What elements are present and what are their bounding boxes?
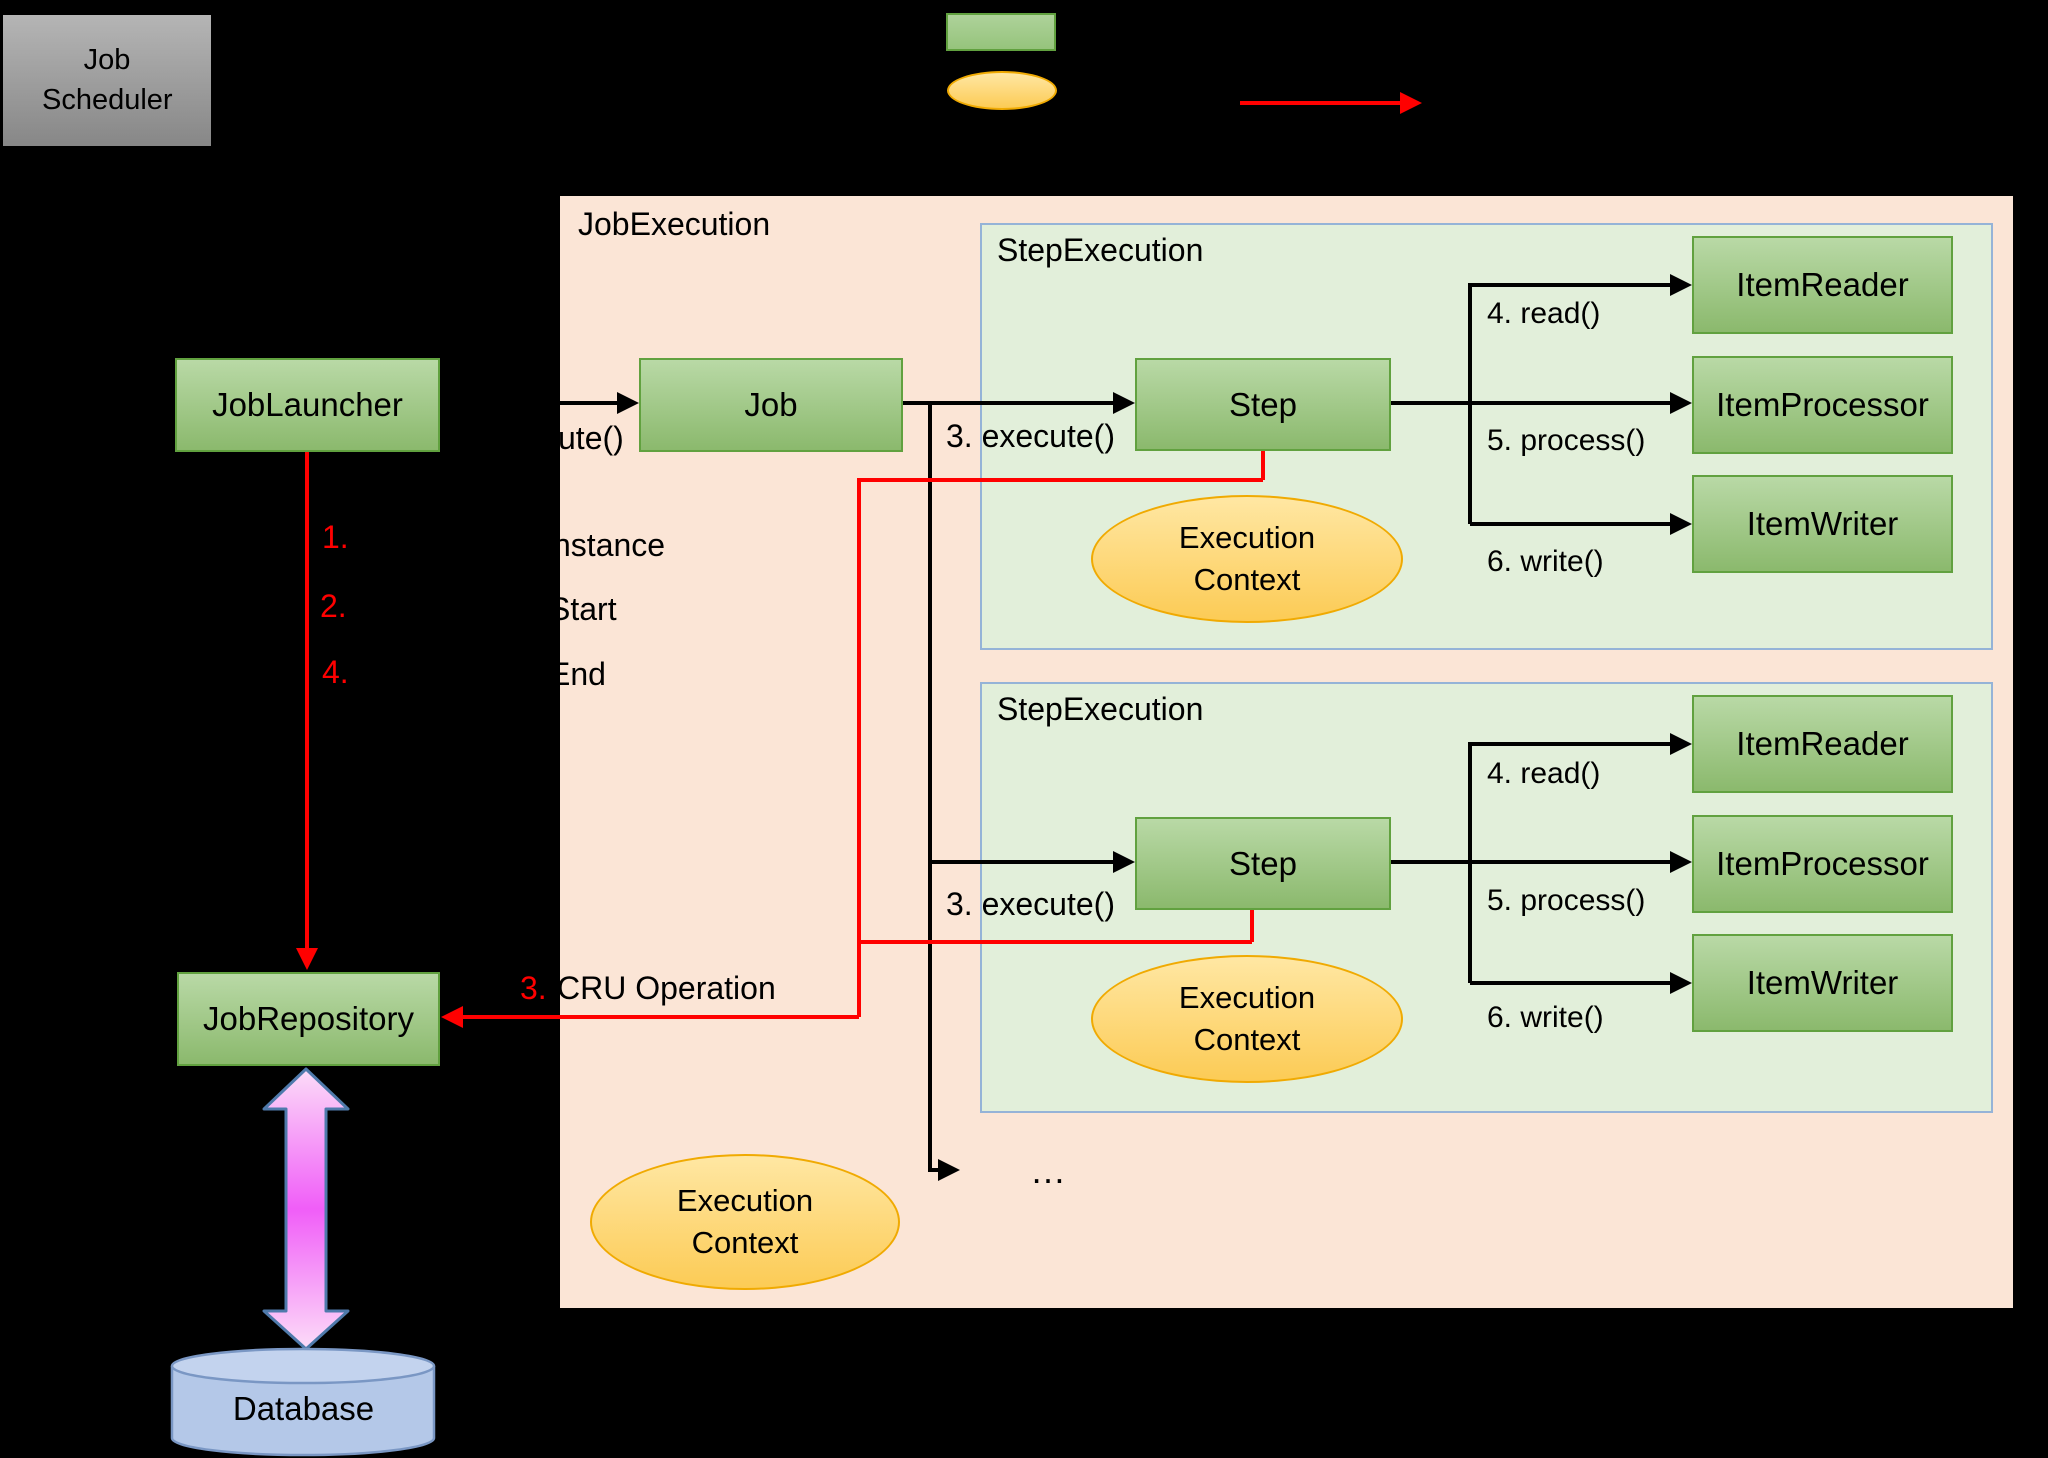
red-line-step1-drop [1261, 451, 1265, 480]
cru-number: 3. [520, 970, 547, 1006]
itemreader-box-2: ItemReader [1692, 695, 1953, 793]
execution-context-label: Execution Context [1178, 520, 1316, 597]
job-scheduler-label: Job Scheduler [42, 44, 173, 116]
arrow-to-itemreader-1-line [1470, 283, 1672, 287]
itemwriter-label: ItemWriter [1746, 505, 1899, 542]
joblauncher-box: JobLauncher [175, 358, 440, 452]
arrowhead-into-itemreader-1 [1670, 274, 1692, 296]
arrow-launcher-to-repository-line [305, 452, 309, 948]
job-box: Job [639, 358, 903, 452]
job-branch-vertical-line [928, 401, 932, 1170]
database-cylinder [170, 1347, 436, 1457]
itemreader-label: ItemReader [1736, 266, 1909, 303]
read-label-1: 4. read() [1487, 297, 1601, 330]
legend-red-arrow-line [1240, 101, 1400, 105]
process-label-2: 5. process() [1487, 884, 1646, 917]
step-label: Step [1229, 844, 1297, 882]
itemreader-label: ItemReader [1736, 725, 1909, 762]
arrowhead-into-itemwriter-1 [1670, 513, 1692, 535]
execute-label-step1: 3. execute() [946, 418, 1115, 454]
red-line-step2-horizontal [857, 940, 1252, 944]
execute-label-step2: 3. execute() [946, 886, 1115, 922]
arrowhead-into-itemreader-2 [1670, 733, 1692, 755]
read-label-2: 4. read() [1487, 757, 1601, 790]
step2-fanout-vertical-line [1468, 742, 1472, 983]
step-box-2: Step [1135, 817, 1391, 910]
instance-fragment-label: nstance [553, 527, 666, 563]
repository-database-double-arrow [262, 1067, 350, 1351]
itemprocessor-label: ItemProcessor [1716, 845, 1929, 882]
red-line-main-vertical [857, 478, 861, 1017]
legend-green-rectangle-icon [946, 13, 1056, 51]
itemwriter-box-1: ItemWriter [1692, 475, 1953, 573]
legend-orange-ellipse-icon [947, 71, 1057, 110]
step-execution-title-1: StepExecution [997, 232, 1204, 268]
execution-context-label: Execution Context [1178, 980, 1316, 1057]
arrow-to-itemwriter-1-line [1470, 522, 1672, 526]
write-label-2: 6. write() [1487, 1001, 1604, 1034]
start-fragment-label: Start [549, 591, 617, 627]
itemprocessor-box-2: ItemProcessor [1692, 815, 1953, 913]
itemprocessor-label: ItemProcessor [1716, 386, 1929, 423]
execution-context-label: Execution Context [676, 1183, 814, 1260]
arrowhead-into-repository-top [296, 948, 318, 970]
step-label: Step [1229, 385, 1297, 423]
more-steps-ellipsis: … [1030, 1150, 1066, 1191]
flow-number-1: 1. [322, 519, 349, 555]
joblauncher-label: JobLauncher [212, 386, 403, 423]
arrowhead-into-repository-right [441, 1006, 463, 1028]
arrow-to-ellipsis-line [928, 1168, 940, 1172]
job-execution-title: JobExecution [578, 206, 771, 242]
process-label-1: 5. process() [1487, 424, 1646, 457]
itemprocessor-box-1: ItemProcessor [1692, 356, 1953, 454]
step-execution-title-2: StepExecution [997, 691, 1204, 727]
arrowhead-to-ellipsis [938, 1159, 960, 1181]
end-fragment-label: End [549, 656, 606, 692]
arrow-step2-to-processor-line [1391, 860, 1672, 864]
flow-number-4: 4. [322, 654, 349, 690]
itemwriter-box-2: ItemWriter [1692, 934, 1953, 1032]
arrowhead-into-step2 [1113, 851, 1135, 873]
arrow-step1-to-processor-line [1391, 401, 1672, 405]
jobrepository-label: JobRepository [203, 1000, 414, 1037]
arrow-job-to-step2-line [930, 860, 1115, 864]
job-scheduler-box: Job Scheduler [3, 15, 211, 146]
arrow-to-itemreader-2-line [1470, 742, 1672, 746]
flow-number-2: 2. [320, 588, 347, 624]
red-line-cru-horizontal [461, 1015, 859, 1019]
jobrepository-box: JobRepository [177, 972, 440, 1066]
arrowhead-into-job [617, 392, 639, 414]
database-label: Database [232, 1390, 375, 1427]
execution-context-ellipse-step1: Execution Context [1091, 495, 1403, 623]
legend-red-arrowhead [1400, 92, 1422, 114]
itemwriter-label: ItemWriter [1746, 964, 1899, 1001]
execution-context-ellipse-step2: Execution Context [1091, 955, 1403, 1083]
arrowhead-into-itemwriter-2 [1670, 972, 1692, 994]
arrow-launcher-to-job-line [440, 401, 619, 405]
arrowhead-into-itemprocessor-1 [1670, 392, 1692, 414]
red-line-step2-drop [1250, 910, 1254, 942]
job-label: Job [744, 386, 798, 423]
arrow-job-to-step1-line [903, 401, 1115, 405]
step1-fanout-vertical-line [1468, 283, 1472, 524]
arrowhead-into-itemprocessor-2 [1670, 851, 1692, 873]
arrowhead-into-step1 [1113, 392, 1135, 414]
cru-operation-label: CRU Operation [557, 970, 776, 1006]
execute-fragment-label: ute() [558, 420, 624, 456]
itemreader-box-1: ItemReader [1692, 236, 1953, 334]
arrow-to-itemwriter-2-line [1470, 981, 1672, 985]
step-box-1: Step [1135, 358, 1391, 451]
red-line-step1-horizontal [857, 478, 1263, 482]
write-label-1: 6. write() [1487, 545, 1604, 578]
execution-context-ellipse-job: Execution Context [590, 1154, 900, 1290]
